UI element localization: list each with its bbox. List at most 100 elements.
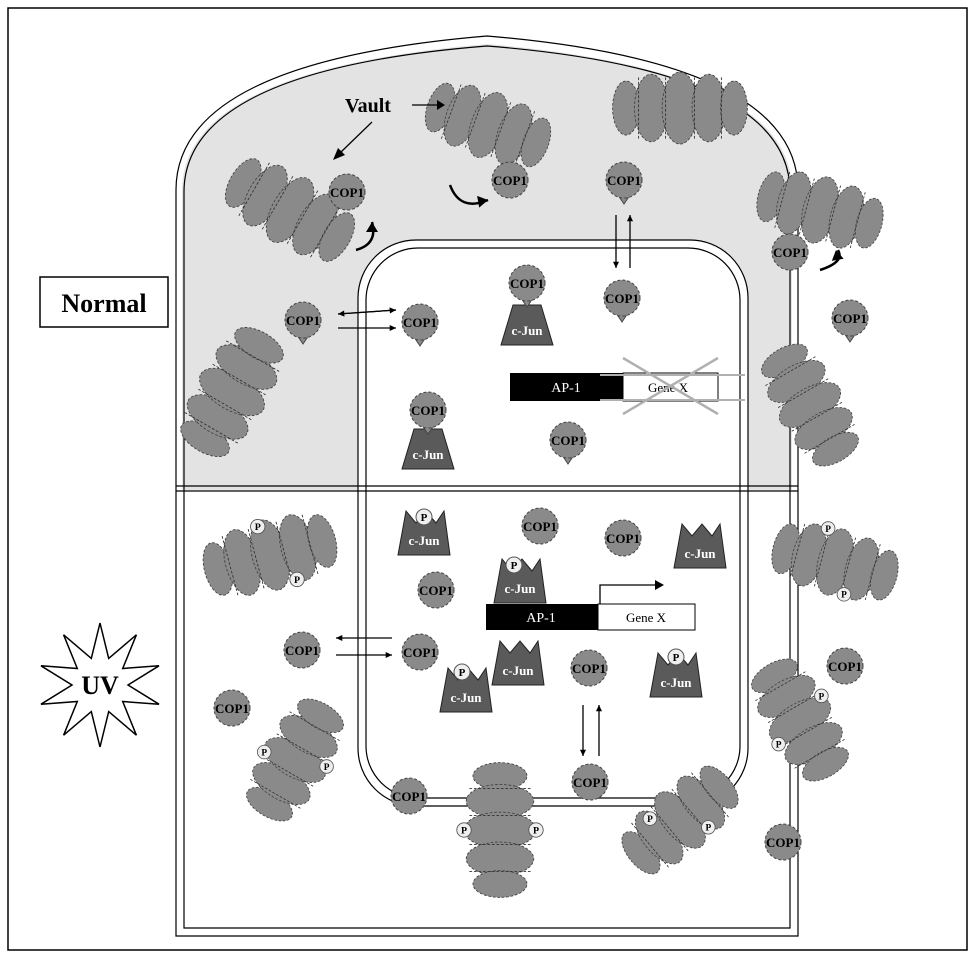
vault-normal-6 <box>761 343 859 467</box>
phospho-label: P <box>776 741 782 751</box>
arrow-normal-rightward-pair-a <box>337 309 397 317</box>
cop1-body <box>401 633 439 671</box>
vault-seam <box>440 84 462 139</box>
cop1-label: COP1 <box>411 403 445 418</box>
cjun-body <box>491 639 545 686</box>
cop1-body <box>764 823 802 861</box>
vault-seam <box>840 537 857 594</box>
vault-seam <box>794 739 845 769</box>
vault-uv-1: PP <box>202 514 338 596</box>
vault-seam <box>289 711 340 741</box>
arrow-normal-rightward <box>338 324 396 332</box>
cop1-body <box>571 763 609 801</box>
phospho-mark: P <box>836 587 852 602</box>
vault-lobe <box>307 514 338 568</box>
cop1-body <box>603 279 641 317</box>
cop1-label: COP1 <box>403 315 437 330</box>
cop1-body <box>401 303 439 341</box>
gene-construct-uv: AP-1 Gene X <box>486 580 696 631</box>
phospho-mark: P <box>701 820 716 835</box>
vault-lobe <box>234 326 284 364</box>
cop1-body <box>417 571 455 609</box>
cjun-bound-2: c-Jun <box>401 428 455 470</box>
normal-box <box>39 276 169 328</box>
cop1-label: COP1 <box>215 701 249 716</box>
vault-seam <box>276 733 328 764</box>
phospho-circle <box>453 663 471 681</box>
vault-seam <box>198 388 252 421</box>
phospho-label: P <box>673 652 680 664</box>
phospho-circle <box>667 648 685 666</box>
phospho-mark: P <box>456 822 472 838</box>
cjun-label: c-Jun <box>408 533 440 548</box>
phospho-label: P <box>459 667 466 679</box>
cjun-label: c-Jun <box>511 323 543 338</box>
phospho-label: P <box>647 815 653 825</box>
vault-lobe <box>472 870 528 898</box>
cop1-body <box>771 233 809 271</box>
cop1-cytoplasm-3: COP1 <box>831 299 869 343</box>
vault-normal-2 <box>424 82 552 168</box>
phospho-label: P <box>294 575 300 586</box>
cell-membrane-outer <box>175 35 799 937</box>
cop1-label: COP1 <box>392 789 426 804</box>
transcription-arrowhead <box>655 580 664 590</box>
cjun-label: c-Jun <box>504 581 536 596</box>
cop1-vault-bound-1: COP1 <box>328 173 366 211</box>
phospho-label: P <box>819 692 825 702</box>
cop1-nucleus-1: COP1 <box>401 303 439 347</box>
vault-seam <box>755 671 806 701</box>
vault-seam <box>791 401 843 432</box>
cop1-vault-bound-3: COP1 <box>771 233 809 271</box>
vault-lobe <box>854 197 884 249</box>
cop1-uv-1: COP1 <box>521 507 559 545</box>
cop1-cytoplasm-2: COP1 <box>284 301 322 345</box>
cop1-label: COP1 <box>572 661 606 676</box>
cop1-body <box>604 519 642 557</box>
gene-x-box-uv <box>597 603 696 631</box>
cop1-label: COP1 <box>606 531 640 546</box>
curved-arrow-vault-4 <box>819 249 844 272</box>
cop1-on-cjun-2: COP1 <box>409 391 447 435</box>
phospho-circle <box>505 556 523 574</box>
vault-seam <box>250 779 301 809</box>
cjun-body <box>439 666 493 713</box>
curved-arrow-vault-2 <box>448 184 489 208</box>
vault-pointer-left-head <box>333 148 345 160</box>
vault-seam <box>286 190 319 244</box>
cop1-uv-6: COP1 <box>570 649 608 687</box>
vault-lobe <box>812 431 859 467</box>
vault-seam <box>490 102 512 157</box>
ap1-site-normal <box>510 373 623 401</box>
phospho-mark: P <box>642 811 658 826</box>
phospho-mark: P <box>257 744 272 760</box>
cop1-body <box>491 161 529 199</box>
vault-seam <box>464 93 486 148</box>
cop1-label: COP1 <box>493 173 527 188</box>
vault-seam <box>765 356 816 386</box>
cjun-uv-4: c-Jun <box>491 639 545 686</box>
cop1-uv-10: COP1 <box>571 763 609 801</box>
cop1-label: COP1 <box>773 245 807 260</box>
arrow-uv-down <box>579 705 587 756</box>
gene-construct-normal: AP-1 Gene X <box>510 356 745 416</box>
arrow-layer <box>336 184 844 756</box>
transcription-arrow <box>599 584 655 604</box>
vault-seam <box>825 185 842 242</box>
cjun-body <box>500 304 554 346</box>
vault-seam <box>301 514 319 574</box>
vault-seam <box>262 756 314 787</box>
normal-label: Normal <box>61 289 146 318</box>
vault-seam <box>261 176 294 230</box>
phospho-label: P <box>324 763 330 773</box>
cop1-label: COP1 <box>403 645 437 660</box>
phospho-label: P <box>533 826 539 837</box>
vault-seam <box>804 424 855 454</box>
phospho-mark: P <box>250 518 266 535</box>
vault-pointer-right-head <box>437 100 445 110</box>
phospho-label: P <box>255 522 261 533</box>
